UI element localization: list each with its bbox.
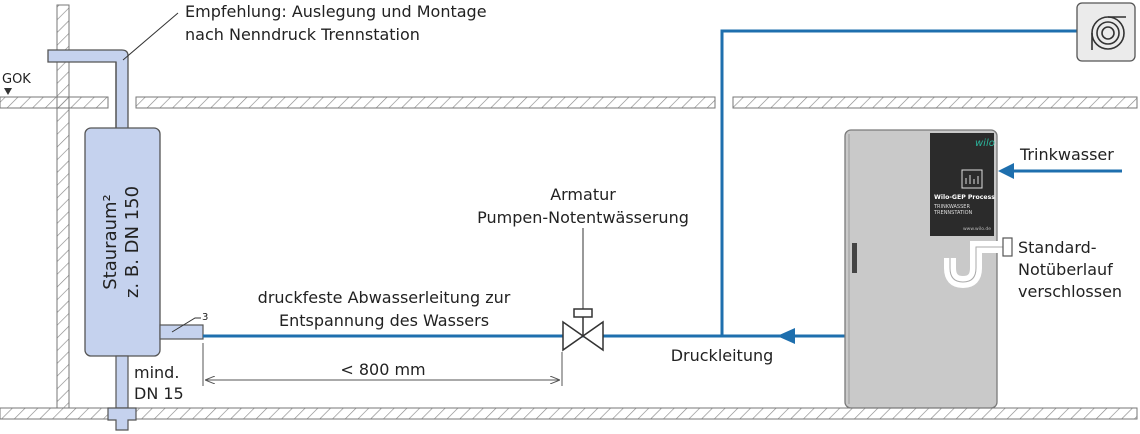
overflow-line3: verschlossen — [1018, 282, 1122, 301]
pressure-pipe-riser — [720, 29, 1078, 336]
overflow-line2: Notüberlauf — [1018, 260, 1113, 279]
gok-marker-icon — [4, 88, 12, 95]
min-dn-line2: DN 15 — [134, 384, 184, 403]
floor-slab-right — [135, 407, 1138, 420]
station-handle — [852, 243, 857, 273]
device-website: www.wilo.de — [963, 226, 991, 232]
hose-reel — [1076, 2, 1136, 62]
armatur-line1: Armatur — [550, 185, 616, 204]
ceiling-slab-left — [0, 96, 109, 109]
device-model: Wilo-GEP Process — [934, 194, 995, 201]
ceiling-slab-right — [732, 96, 1138, 109]
stauraum-line2: z. B. DN 150 — [122, 186, 143, 298]
footnote-leader — [171, 317, 201, 333]
station-display-icon — [961, 169, 983, 189]
min-dn-line1: mind. — [134, 363, 179, 382]
device-subtitle-line2: TRENNSTATION — [933, 210, 973, 216]
footnote-marker: 3 — [202, 312, 208, 323]
flow-arrow-icon — [777, 328, 795, 344]
valve-actuator — [573, 308, 593, 318]
storage-tank-label: Stauraum² z. B. DN 150 — [100, 186, 143, 298]
recommendation-leader — [122, 12, 179, 61]
station-display-glyph — [965, 175, 979, 184]
wastewater-line1: druckfeste Abwasserleitung zur — [258, 288, 511, 307]
wall — [56, 4, 70, 409]
gok-label: GOK — [2, 72, 31, 87]
wastewater-line2: Entspannung des Wassers — [279, 311, 489, 330]
overflow-cap — [1002, 237, 1013, 257]
valve — [562, 228, 604, 352]
tank-drain-outlet — [107, 407, 137, 431]
overflow-siphon-outline — [949, 246, 1005, 283]
dimension-line — [202, 343, 563, 386]
ceiling-slab-middle — [135, 96, 716, 109]
pressure-line-label: Druckleitung — [671, 346, 774, 365]
tank-drain-pipe — [115, 355, 129, 409]
recommendation-text-line1: Empfehlung: Auslegung und Montage — [185, 2, 487, 21]
floor-slab-left — [0, 407, 109, 420]
drinking-water-arrow-icon — [998, 163, 1014, 179]
pressure-pipes — [203, 29, 1122, 344]
overflow-line1: Standard- — [1018, 238, 1097, 257]
drinking-water-label: Trinkwasser — [1019, 145, 1114, 164]
tank-inlet-stub — [159, 324, 204, 340]
distance-label: < 800 mm — [340, 360, 425, 379]
stauraum-line1: Stauraum² — [100, 194, 121, 290]
hose-reel-icon — [1091, 16, 1126, 50]
wilo-station: wilo Wilo-GEP Process TRINKWASSER TRENNS… — [844, 129, 1013, 409]
building-structure — [0, 4, 1138, 420]
device-subtitle-line1: TRINKWASSER — [933, 204, 970, 210]
armatur-line2: Pumpen-Notentwässerung — [477, 208, 689, 227]
brand-logo: wilo — [975, 138, 995, 149]
recommendation-text-line2: nach Nenndruck Trennstation — [185, 25, 420, 44]
hose-reel-box — [1076, 2, 1136, 62]
